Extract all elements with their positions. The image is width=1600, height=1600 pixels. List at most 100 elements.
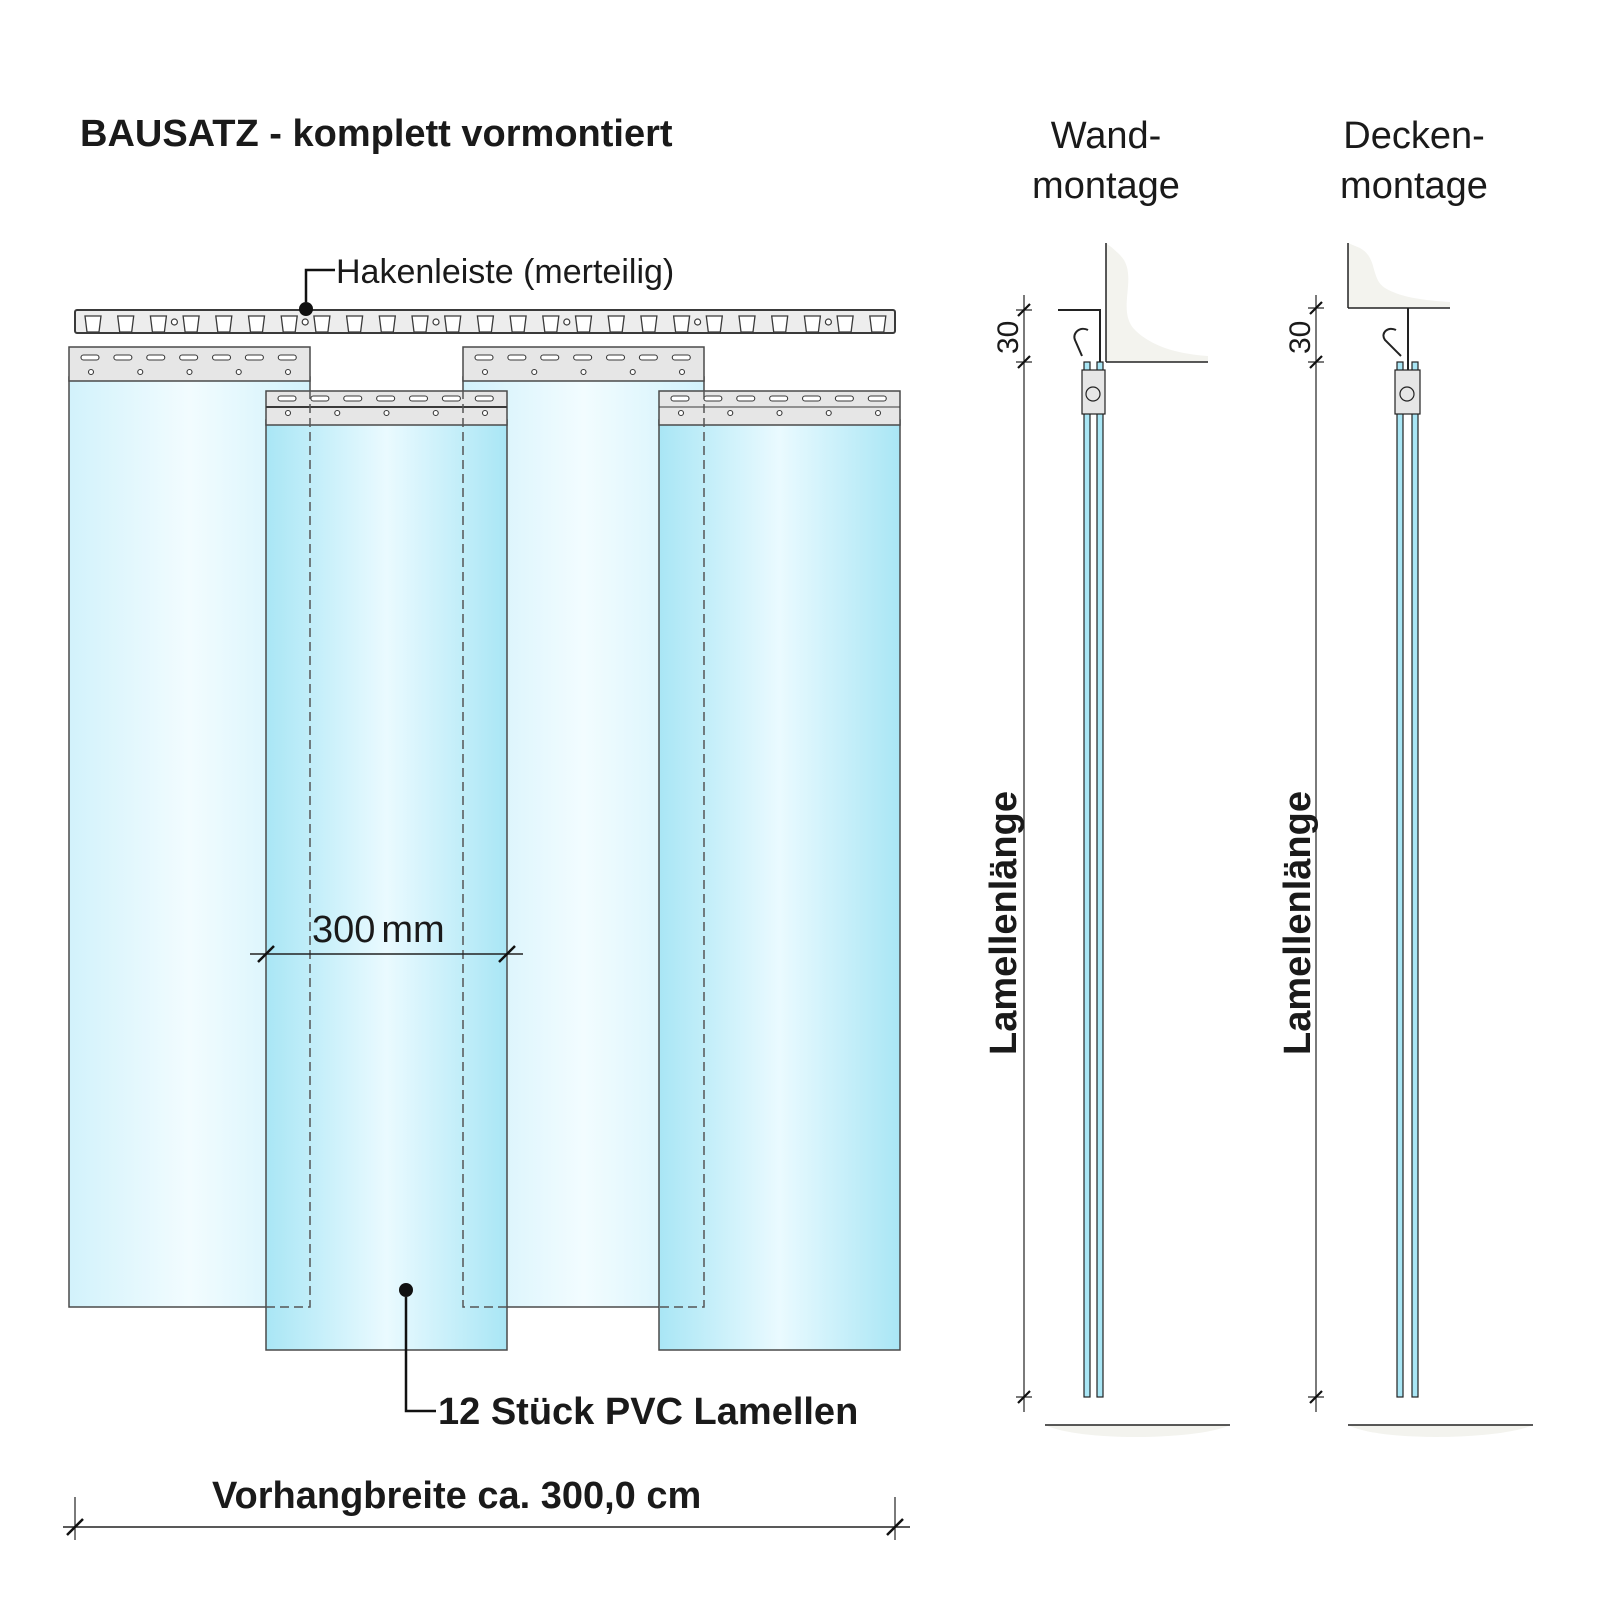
rail-hook [182, 315, 200, 333]
clamp-slot [474, 354, 494, 361]
rail-hole [693, 318, 702, 326]
rail-hook [509, 315, 527, 333]
ceiling-mount-dim-top: 30 [1284, 321, 1317, 354]
rail-hole [824, 318, 833, 326]
page-title: BAUSATZ - komplett vormontiert [80, 113, 673, 155]
hook-rail [74, 268, 896, 334]
rail-hook [476, 315, 495, 333]
clamp-slot [867, 395, 887, 402]
clamp-rivet [481, 409, 489, 417]
rail-hook [247, 315, 266, 333]
rail-hole [301, 318, 309, 326]
rail-hook [803, 315, 822, 333]
strip-count-label: 12 Stück PVC Lamellen [438, 1391, 858, 1433]
clamp-rivet [186, 368, 193, 376]
clamp-rivet [137, 368, 144, 376]
front-strips [265, 390, 901, 1351]
clamp-rivet [727, 409, 734, 417]
rail-hook [313, 315, 331, 333]
ceiling-mount-title: Decken- [1343, 115, 1485, 157]
rail-hook [836, 315, 854, 333]
rail-hole [170, 318, 178, 326]
clamp-rivet [629, 368, 636, 376]
clamp-rivet [677, 409, 685, 417]
clamp-slots-back [80, 354, 691, 376]
clamp-rivet [776, 409, 783, 417]
clamp-rivet [874, 409, 882, 417]
clamp-slot [113, 354, 133, 361]
rail-hook [411, 315, 429, 333]
clamp-slot [146, 354, 166, 361]
clamp-slot [80, 354, 100, 361]
clamp-back-2 [462, 346, 705, 382]
wall-mount-section: Wand- montage 30 Lamellenlänge [983, 115, 1230, 1438]
clamp-slot [376, 395, 396, 402]
clamp-slot [507, 354, 527, 361]
clamp-slot [211, 354, 232, 361]
rail-hook [280, 315, 298, 333]
strip-count-dot [399, 1283, 413, 1297]
clamp-slot [670, 395, 690, 402]
strip-front-2 [658, 419, 901, 1351]
clamp-rivet [284, 368, 292, 376]
wall-mount-dim-top: 30 [992, 321, 1025, 354]
clamp-slot [605, 354, 626, 361]
clamp-rivet [825, 409, 832, 417]
clamp-rivet [531, 368, 538, 376]
rail-hook [378, 315, 397, 333]
wall-mount-title-2: montage [1032, 165, 1180, 207]
rail-hook [345, 315, 364, 333]
rail-hook [640, 315, 658, 333]
clamp-slot [671, 354, 691, 361]
clamp-slot [801, 395, 822, 402]
clamp-rivet [284, 409, 292, 417]
rail-hook [869, 315, 887, 333]
clamp-slot [179, 354, 199, 361]
clamp-rivet [580, 368, 587, 376]
rail-hook [443, 315, 462, 333]
clamp-rivet [87, 368, 95, 376]
ceiling-mount-title-2: montage [1340, 165, 1488, 207]
clamp-slot [441, 395, 461, 402]
clamp-slot [474, 395, 494, 402]
rail-hook [738, 315, 756, 333]
clamp-back-1 [68, 346, 311, 382]
rail-hook [705, 315, 724, 333]
clamp-rivet [481, 368, 489, 376]
wall-mount-title: Wand- [1051, 115, 1162, 157]
wall-mount-dim-length: Lamellenlänge [983, 791, 1025, 1055]
clamp-slot [638, 354, 658, 361]
hook-rail-label: Hakenleiste (merteilig) [336, 253, 674, 291]
rail-marker-dot [299, 302, 313, 316]
curtain-width-label: Vorhangbreite ca. 300,0 cm [212, 1475, 701, 1517]
clamp-slot [769, 395, 789, 402]
clamp-rivet [334, 409, 341, 417]
clamp-slot [736, 395, 756, 402]
strip-width-dimension [250, 945, 523, 963]
rail-hook [149, 315, 168, 333]
rail-hook [770, 315, 789, 333]
clamp-rivet [383, 409, 390, 417]
curtain-width-dimension [63, 1497, 910, 1540]
clamp-slot [277, 354, 297, 361]
strip-front-1 [265, 419, 508, 1351]
clamp-slot [573, 354, 593, 361]
rail-hook [542, 315, 560, 333]
clamp-slot [834, 395, 854, 402]
clamp-rivet [678, 368, 686, 376]
rail-hole [432, 318, 440, 326]
rail-hook [116, 315, 135, 333]
clamp-slot [310, 395, 330, 402]
ceiling-mount-section: Decken- montage 30 Lamellenlänge [1277, 115, 1533, 1438]
clamp-slot [244, 354, 264, 361]
clamp-slot [408, 395, 429, 402]
clamp-slot [343, 395, 363, 402]
rail-hook [672, 315, 691, 333]
clamp-rivet [235, 368, 242, 376]
rail-hook [84, 315, 102, 333]
ceiling-mount-dim-length: Lamellenlänge [1277, 791, 1319, 1055]
rail-hook [574, 315, 593, 333]
clamp-rivet [432, 409, 439, 417]
